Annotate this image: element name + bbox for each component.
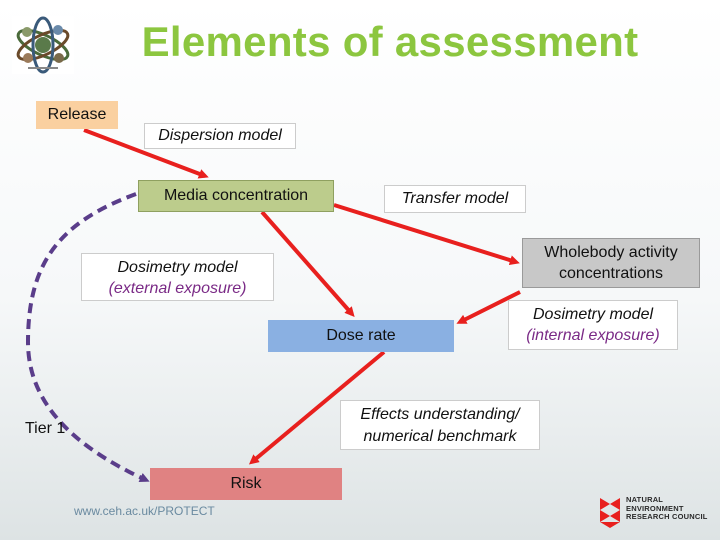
effects-line-2: numerical benchmark	[363, 428, 517, 445]
nerc-wordmark: NATURAL ENVIRONMENT RESEARCH COUNCIL	[626, 495, 720, 522]
release-box: Release	[36, 101, 118, 129]
arrow-media-to-wholebody	[333, 203, 520, 265]
media-concentration-box: Media concentration	[138, 180, 334, 212]
arrow-tier1-dashed	[25, 192, 150, 483]
nerc-logo-icon	[600, 498, 620, 528]
dosimetry-internal-label: Dosimetry model (internal exposure)	[508, 300, 678, 350]
project-logo	[12, 16, 74, 74]
risk-box: Risk	[150, 468, 342, 500]
dispersion-model-label: Dispersion model	[144, 123, 296, 149]
dosimetry-external-label: Dosimetry model (external exposure)	[81, 253, 274, 301]
tier-1-label: Tier 1	[25, 420, 66, 437]
wholebody-line-2: concentrations	[558, 265, 664, 282]
dosimetry-internal-line-1: Dosimetry model	[532, 306, 654, 323]
dosimetry-external-line-1: Dosimetry model	[117, 259, 238, 276]
dosimetry-external-line-2: (external exposure)	[108, 280, 247, 297]
nerc-line-3: RESEARCH COUNCIL	[626, 512, 708, 521]
effects-line-1: Effects understanding/	[360, 406, 520, 423]
arrow-media-to-dose	[260, 210, 355, 317]
arrow-dose-to-risk	[248, 350, 386, 465]
wholebody-line-1: Wholebody activity	[544, 244, 678, 261]
arrow-wholebody-to-dose	[456, 290, 521, 324]
dose-rate-box: Dose rate	[268, 320, 454, 352]
transfer-model-label: Transfer model	[384, 185, 526, 213]
arrow-release-to-media	[83, 128, 209, 179]
footer-url[interactable]: www.ceh.ac.uk/PROTECT	[74, 504, 215, 518]
effects-label: Effects understanding/ numerical benchma…	[340, 400, 540, 450]
dosimetry-internal-line-2: (internal exposure)	[526, 327, 660, 344]
wholebody-activity-box: Wholebody activity concentrations	[522, 238, 700, 288]
nerc-line-2: ENVIRONMENT	[626, 503, 684, 513]
nerc-line-1: NATURAL	[626, 495, 664, 504]
page-title: Elements of assessment	[141, 18, 639, 65]
